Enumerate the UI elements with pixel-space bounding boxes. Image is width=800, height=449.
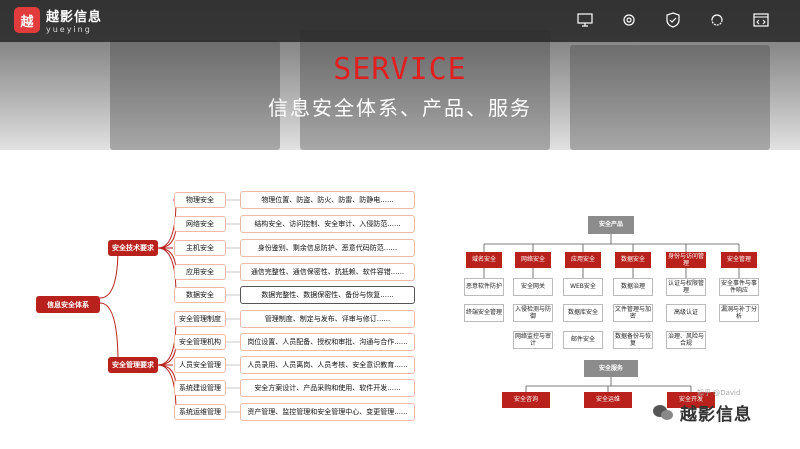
page-subtitle: 信息安全体系、产品、服务 [268, 96, 532, 120]
services-title-node: 安全服务 [584, 360, 638, 377]
root-node: 信息安全体系 [36, 296, 100, 313]
product-item: 网络监控与审计 [513, 331, 553, 349]
security-products-diagram: 安全产品 域名安全 网络安全 应用安全 数据安全 身份与访问管理 安全管理 恶意… [456, 200, 776, 415]
product-item: WEB安全 [563, 278, 603, 296]
products-connectors [483, 234, 740, 392]
category-node: 安全管理制度 [174, 311, 226, 327]
product-item: 高级认证 [666, 304, 706, 322]
detail-node: 通信完整性、通信保密性、抗抵赖、软件容错...... [240, 263, 415, 281]
category-node: 主机安全 [174, 240, 226, 256]
service-item: 安全开发 [667, 392, 715, 408]
product-item: 入侵检测与防御 [513, 304, 553, 322]
product-item: 漏洞与补丁分析 [719, 304, 759, 322]
refresh-sync-icon[interactable] [708, 11, 726, 29]
wechat-account-badge: 越影信息 [652, 400, 752, 425]
shield-check-icon[interactable] [664, 11, 682, 29]
service-item: 安全运维 [584, 392, 632, 408]
product-item: 恶意软件防护 [464, 278, 504, 296]
detail-node-selected: 数据完整性、数据保密性、备份与恢复...... [240, 286, 415, 304]
detail-node: 结构安全、访问控制、安全审计、入侵防范...... [240, 215, 415, 233]
page-title: SERVICE [333, 52, 467, 87]
wechat-account-name: 越影信息 [680, 405, 752, 425]
logo-text: 越影信息 yueying [46, 6, 102, 34]
product-item: 认证与权限管理 [666, 278, 706, 296]
product-item: 数据备份与恢复 [613, 331, 653, 349]
product-category: 身份与访问管理 [666, 252, 706, 268]
product-item: 安全网关 [513, 278, 553, 296]
category-node: 应用安全 [174, 264, 226, 280]
detail-node: 管理制度、制定与发布、评审与修订...... [240, 310, 415, 328]
detail-node: 安全方案设计、产品采购和使用、软件开发...... [240, 379, 415, 397]
background-monitor [300, 30, 550, 150]
detail-node: 身份鉴别、剩余信息防护、恶意代码防范...... [240, 239, 415, 257]
category-node: 系统运维管理 [174, 404, 226, 420]
product-item: 终端安全管理 [464, 304, 504, 322]
background-monitor [110, 40, 280, 150]
mgmt-requirements-node: 安全管理要求 [108, 357, 158, 373]
logo-mark: 越 [14, 7, 40, 33]
tech-requirements-node: 安全技术要求 [108, 240, 158, 256]
product-item: 治理、风险与合规 [666, 331, 706, 349]
category-node: 人员安全管理 [174, 357, 226, 373]
detail-node: 物理位置、防盗、防火、防雷、防静电...... [240, 191, 415, 209]
settings-cloud-icon[interactable] [620, 11, 638, 29]
category-node: 物理安全 [174, 192, 226, 208]
top-navbar: 越 越影信息 yueying [0, 0, 800, 42]
category-node: 安全管理机构 [174, 334, 226, 350]
logo-name-cn: 越影信息 [46, 10, 103, 25]
product-item: 数据库安全 [563, 304, 603, 322]
product-category: 安全管理 [721, 252, 757, 268]
products-title-node: 安全产品 [588, 216, 634, 234]
product-category: 域名安全 [466, 252, 502, 268]
product-item: 数据治理 [613, 278, 653, 296]
zhihu-watermark: 知乎 @David [697, 389, 741, 397]
product-category: 网络安全 [515, 252, 551, 268]
wechat-icon [653, 404, 673, 420]
logo-name-en: yueying [46, 25, 92, 34]
product-item: 邮件安全 [563, 331, 603, 349]
service-item: 安全咨询 [502, 392, 550, 408]
product-item: 安全事件与事件响应 [719, 278, 759, 296]
monitor-icon[interactable] [576, 11, 594, 29]
detail-node: 人员录用、人员离岗、人员考核、安全意识教育...... [240, 356, 415, 374]
category-node: 数据安全 [174, 287, 226, 303]
product-category: 应用安全 [565, 252, 601, 268]
security-system-diagram: 信息安全体系 安全技术要求 安全管理要求 物理安全 网络安全 主机安全 应用安全… [28, 178, 428, 423]
nav-icon-group [576, 11, 770, 29]
detail-node: 岗位设置、人员配备、授权和审批、沟通与合作...... [240, 333, 415, 351]
product-item: 文件管理与加密 [613, 304, 653, 322]
product-category: 数据安全 [615, 252, 651, 268]
category-node: 网络安全 [174, 216, 226, 232]
category-node: 系统建设管理 [174, 380, 226, 396]
detail-node: 资产管理、监控管理和安全管理中心、变更管理...... [240, 403, 415, 421]
background-monitor [570, 45, 770, 150]
brand-logo[interactable]: 越 越影信息 yueying [14, 6, 102, 34]
code-window-icon[interactable] [752, 11, 770, 29]
